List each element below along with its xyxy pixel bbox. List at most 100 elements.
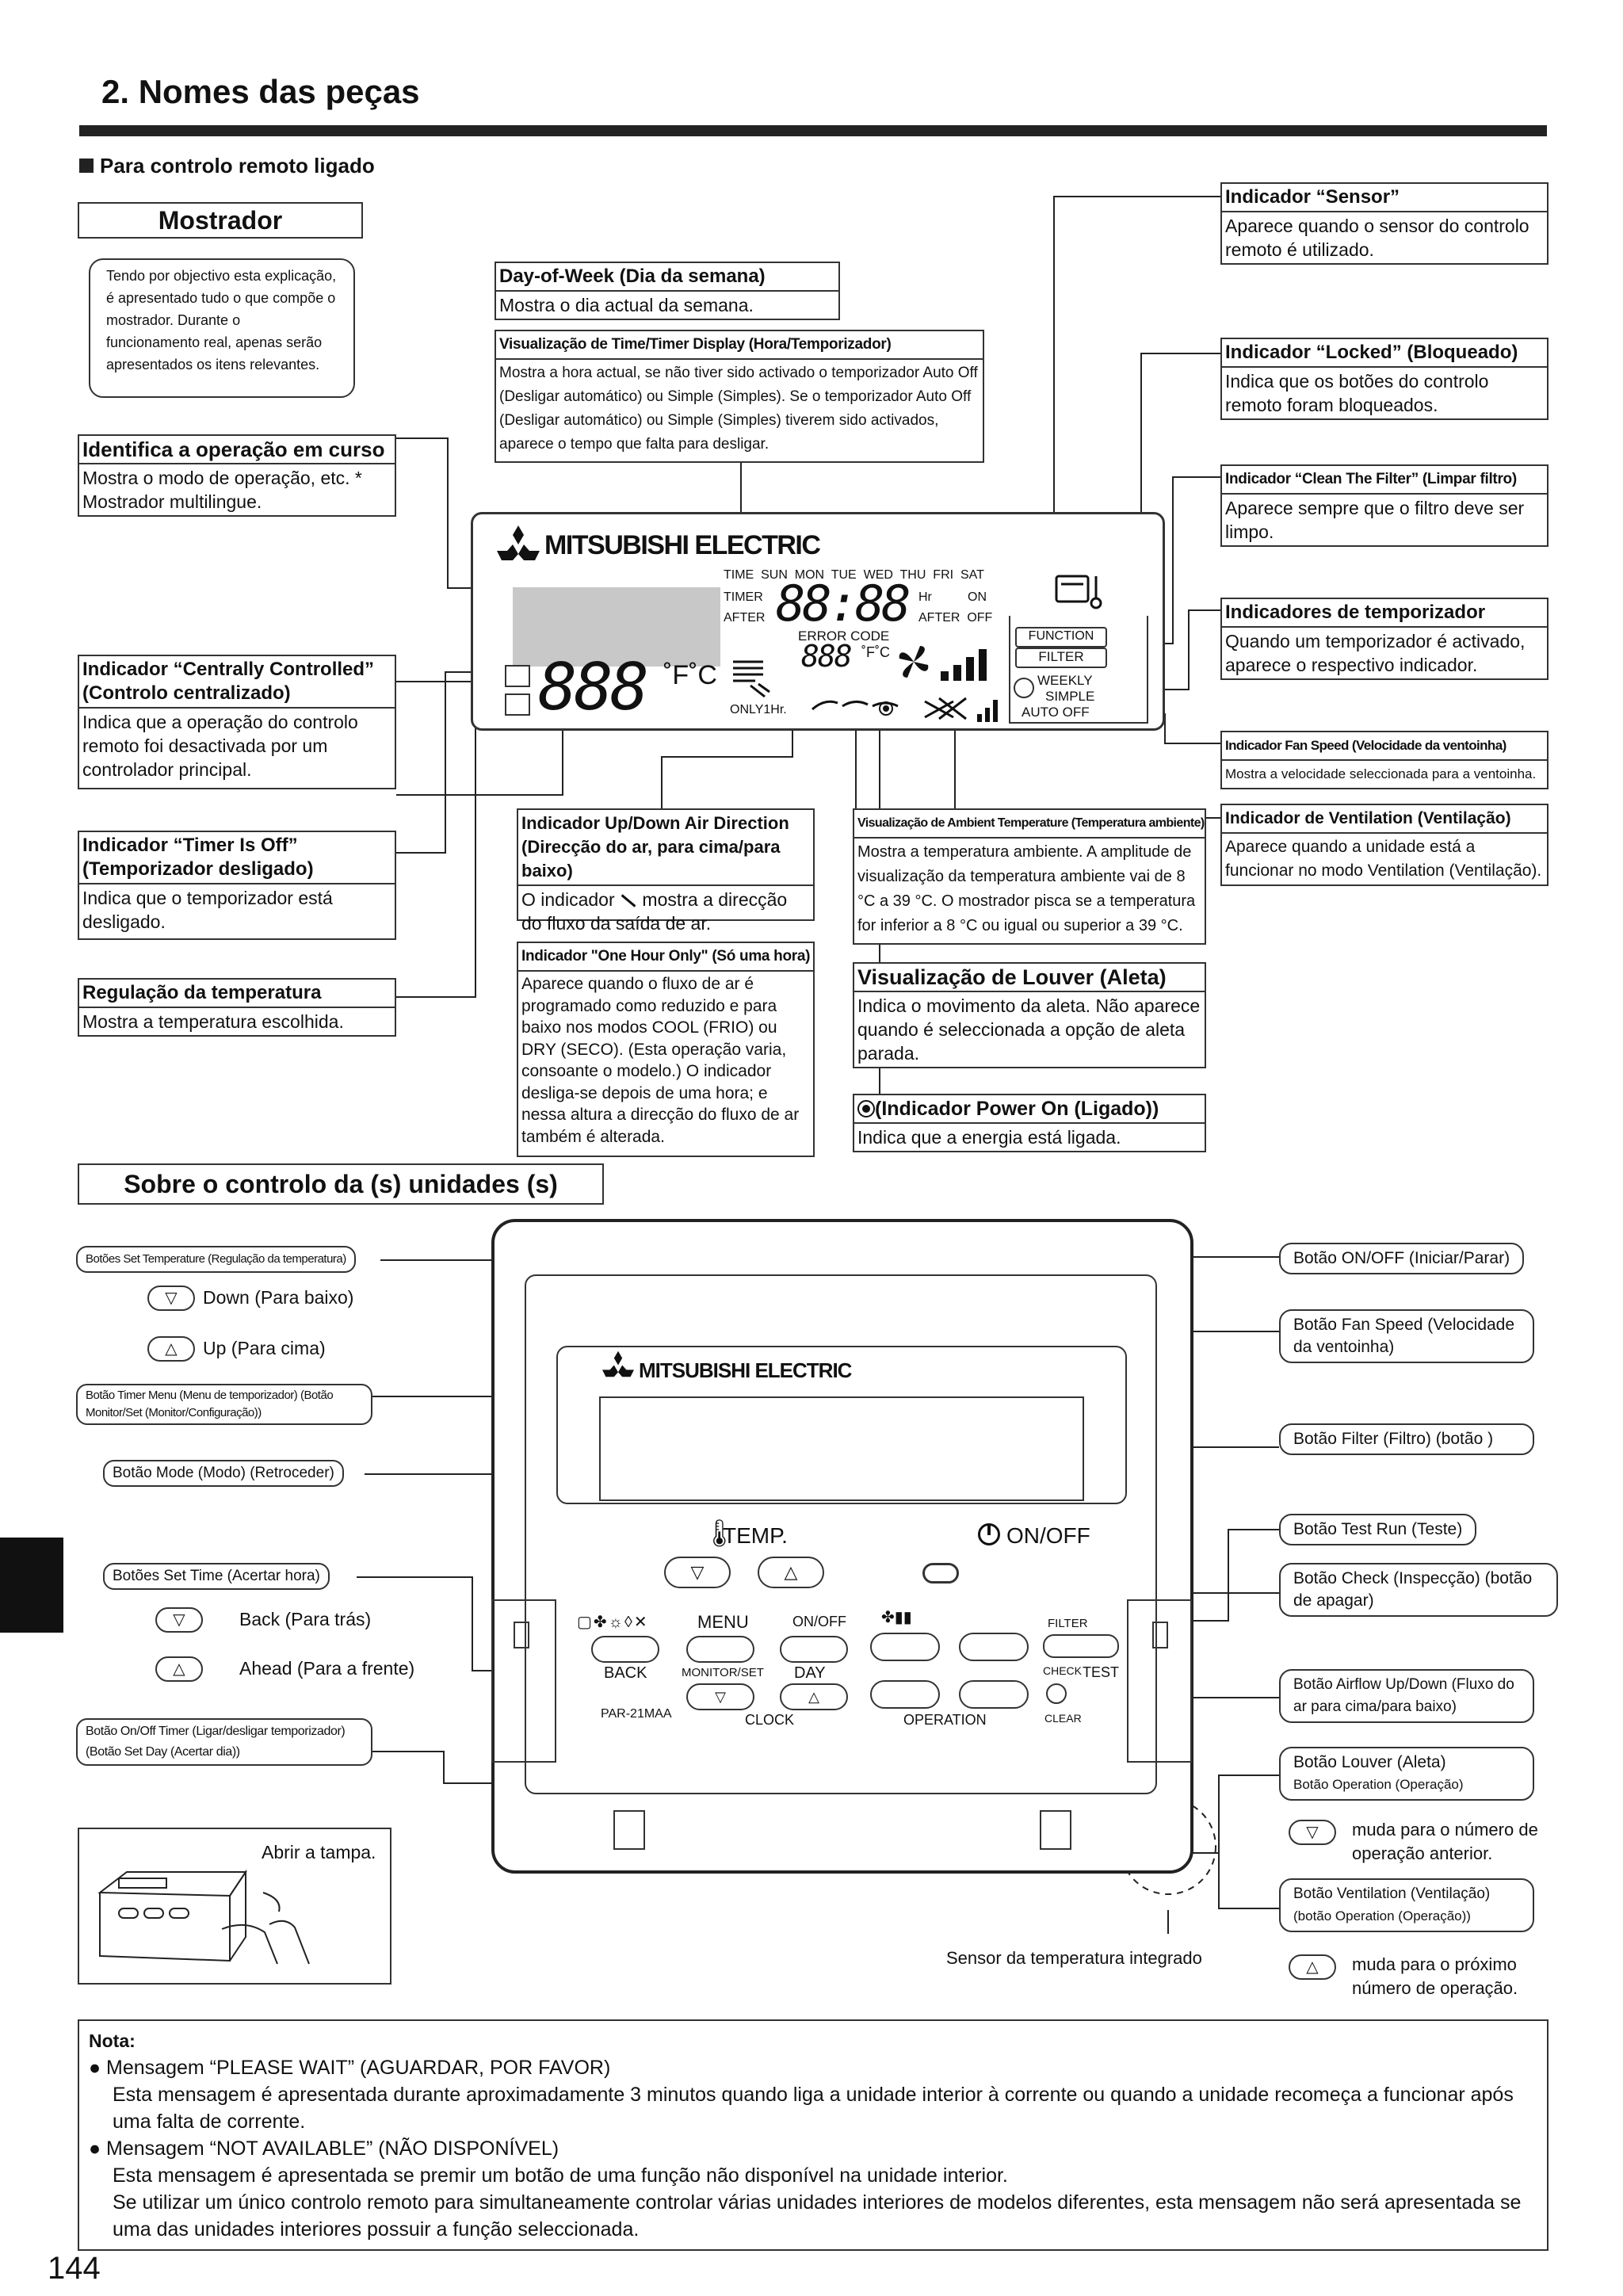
monitor-set-button[interactable] <box>686 1636 754 1663</box>
label-down: Down (Para baixo) <box>203 1287 354 1308</box>
intro-note: Tendo por objectivo esta explicação, é a… <box>89 258 355 398</box>
label-centrally-body: Indica que a operação do controlo remoto… <box>82 712 358 780</box>
remote-onoff-small-label: ON/OFF <box>792 1614 846 1629</box>
lcd-simple: SIMPLE <box>1045 689 1095 704</box>
note-item2-body2: Se utilizar um único controlo remoto par… <box>113 2191 1522 2241</box>
label-day-of-week: Day-of-Week (Dia da semana) Mostra o dia… <box>495 262 840 320</box>
remote-menu-label: MENU <box>697 1612 749 1632</box>
label-louver-button: Botão Louver (Aleta) Botão Operation (Op… <box>1279 1747 1534 1801</box>
label-louver-button-op: Botão Operation (Operação) <box>1293 1777 1464 1792</box>
lcd-ambient-digits: 888 <box>801 639 853 674</box>
lcd-on: ON <box>968 590 987 604</box>
label-check-button: Botão Check (Inspecção) (botão de apagar… <box>1279 1563 1558 1617</box>
airdir-icon <box>731 657 771 702</box>
label-timer-off-body: Indica que o temporizador está desligado… <box>82 888 333 932</box>
label-ambient-body: Mostra a temperatura ambiente. A amplitu… <box>857 843 1196 934</box>
lcd-after: AFTER <box>724 611 766 625</box>
remote-operation-label: OPERATION <box>903 1712 987 1728</box>
label-vent-body: Aparece quando a unidade está a funciona… <box>1225 838 1542 880</box>
label-sensor-body: Aparece quando o sensor do controlo remo… <box>1225 216 1529 260</box>
louver-button[interactable] <box>870 1680 940 1709</box>
fan-speed-button[interactable] <box>870 1633 940 1661</box>
lcd-time-digits: 88:88 <box>776 575 911 632</box>
remote-logo-icon <box>602 1350 634 1381</box>
timer-off-icon <box>505 693 530 716</box>
remote-temp-label: TEMP. <box>723 1523 788 1548</box>
label-vent-button: Botão Ventilation (Ventilação) (botão Op… <box>1279 1878 1534 1932</box>
day-button[interactable] <box>780 1636 848 1663</box>
remote-filter-label: FILTER <box>1048 1617 1088 1630</box>
airflow-button[interactable] <box>959 1633 1029 1661</box>
lcd-multilingual-area <box>513 587 720 667</box>
label-ambient: Visualização de Ambient Temperature (Tem… <box>853 808 1206 945</box>
label-onoff-timer: Botão On/Off Timer (Ligar/desligar tempo… <box>76 1718 372 1766</box>
label-day-of-week-title: Day-of-Week (Dia da semana) <box>496 263 838 292</box>
label-timers: Indicadores de temporizador Quando um te… <box>1220 598 1549 680</box>
label-vent: Indicador de Ventilation (Ventilação) Ap… <box>1220 804 1549 886</box>
fan-icon <box>896 644 931 683</box>
back-button[interactable] <box>591 1636 659 1663</box>
label-louver: Visualização de Louver (Aleta) Indica o … <box>853 962 1206 1068</box>
remote-brand: MITSUBISHI ELECTRIC <box>639 1358 852 1382</box>
note-item2-title-text: Mensagem “NOT AVAILABLE” (NÃO DISPONÍVEL… <box>106 2137 559 2160</box>
label-day-of-week-body: Mostra o dia actual da semana. <box>499 295 754 315</box>
label-ahead: Ahead (Para a frente) <box>239 1658 415 1679</box>
temp-up-button[interactable]: △ <box>758 1557 824 1588</box>
vent-button[interactable] <box>959 1680 1029 1709</box>
open-cover-caption: Abrir a tampa. <box>262 1842 376 1862</box>
label-clean-title: Indicador “Clean The Filter” (Limpar fil… <box>1222 466 1547 495</box>
label-airflow-button: Botão Airflow Up/Down (Fluxo do ar para … <box>1279 1669 1534 1723</box>
label-operation-body: Mostra o modo de operação, etc. * Mostra… <box>82 468 362 512</box>
up-key-icon: △ <box>147 1336 195 1362</box>
temp-down-button[interactable]: ▽ <box>664 1557 731 1588</box>
onoff-button[interactable] <box>922 1563 959 1584</box>
check-button[interactable] <box>1046 1683 1067 1704</box>
lcd-timer: TIMER <box>724 590 763 604</box>
subsection-title: Para controlo remoto ligado <box>100 154 375 178</box>
ventilation-icon <box>922 692 1001 728</box>
label-sensor: Indicador “Sensor” Aparece quando o sens… <box>1220 182 1549 265</box>
label-locked-body: Indica que os botões do controlo remoto … <box>1225 371 1489 415</box>
lcd-days: TIME SUN MON TUE WED THU FRI SAT <box>724 568 984 582</box>
label-time-timer: Visualização de Time/Timer Display (Hora… <box>495 330 984 463</box>
cover-clip-left <box>491 1599 556 1763</box>
page-number: 144 <box>48 2251 101 2286</box>
bottom-clip-right <box>1040 1810 1071 1850</box>
side-tab <box>0 1538 63 1633</box>
remote-model: PAR-21MAA <box>601 1707 672 1721</box>
remote-screen <box>599 1396 1084 1501</box>
filter-button[interactable] <box>1043 1634 1119 1658</box>
label-timer-off: Indicador “Timer Is Off” (Temporizador d… <box>78 831 396 940</box>
fan-speed-button-icons: ✤▮▮ <box>881 1609 912 1626</box>
label-sensor-title: Indicador “Sensor” <box>1222 184 1547 212</box>
label-timer-off-title: Indicador “Timer Is Off” (Temporizador d… <box>79 832 395 884</box>
label-fanspeed-body: Mostra a velocidade seleccionada para a … <box>1225 766 1537 781</box>
label-prev-op: muda para o número de operação anterior. <box>1352 1820 1538 1863</box>
section-title: 2. Nomes das peças <box>101 73 420 110</box>
time-back-button[interactable]: ▽ <box>686 1683 754 1710</box>
note-item1-title-text: Mensagem “PLEASE WAIT” (AGUARDAR, POR FA… <box>106 2057 611 2079</box>
power-symbol-icon <box>978 1523 1000 1545</box>
label-time-timer-title: Visualização de Time/Timer Display (Hora… <box>496 331 983 360</box>
label-mode: Botão Mode (Modo) (Retroceder) <box>103 1460 344 1487</box>
label-airdir-title: Indicador Up/Down Air Direction (Direcçã… <box>518 810 813 886</box>
time-ahead-button[interactable]: △ <box>780 1683 848 1710</box>
remote-check-label: CHECK <box>1043 1664 1083 1677</box>
label-set-temp-buttons: Botões Set Temperature (Regulação da tem… <box>76 1246 356 1273</box>
clock-icon <box>1014 678 1034 698</box>
label-airdir-body-a: O indicador <box>521 889 615 910</box>
label-power-title: (Indicador Power On (Ligado)) <box>854 1095 1205 1124</box>
label-louver-button-title: Botão Louver (Aleta) <box>1293 1753 1446 1771</box>
power-on-icon <box>857 1100 875 1117</box>
label-centrally: Indicador “Centrally Controlled” (Contro… <box>78 655 396 789</box>
remote-clear-label: CLEAR <box>1044 1712 1082 1725</box>
sensor-caption: Sensor da temperatura integrado <box>946 1948 1202 1968</box>
title-rule <box>79 125 1547 136</box>
label-fanspeed-title: Indicador Fan Speed (Velocidade da vento… <box>1222 732 1547 761</box>
label-power-title-text: (Indicador Power On (Ligado)) <box>875 1098 1159 1120</box>
note-item1-body: Esta mensagem é apresentada durante apro… <box>113 2084 1514 2133</box>
label-vent-button-op: (botão Operation (Operação)) <box>1293 1908 1471 1924</box>
sensor-icon <box>1055 571 1104 617</box>
remote-monitor-label: MONITOR/SET <box>682 1666 764 1679</box>
clip-slot-left <box>514 1622 529 1648</box>
